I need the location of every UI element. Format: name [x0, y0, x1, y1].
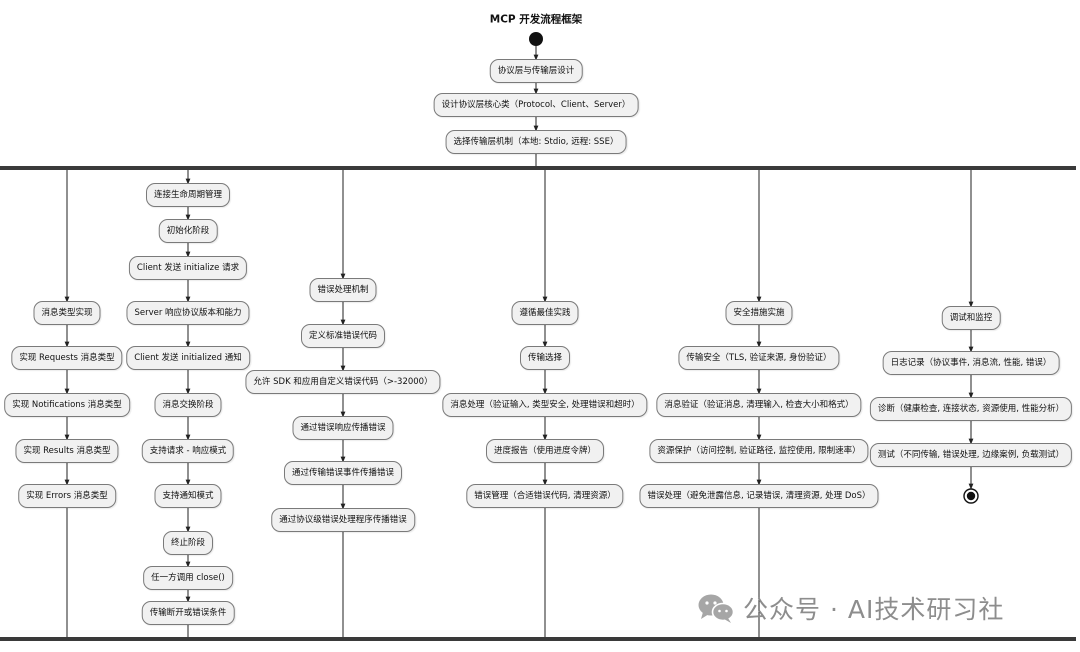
step-request-response: 支持请求 - 响应模式: [141, 439, 235, 463]
step-best-practices: 遵循最佳实践: [511, 301, 579, 325]
step-results: 实现 Results 消息类型: [15, 439, 119, 463]
step-notifications: 实现 Notifications 消息类型: [4, 393, 130, 417]
step-security: 安全措施实施: [725, 301, 793, 325]
step-debug-monitor: 调试和监控: [941, 306, 1001, 330]
step-logging: 日志记录（协议事件, 消息流, 性能, 错误）: [882, 351, 1060, 375]
step-resource-protection: 资源保护（访问控制, 验证路径, 监控使用, 限制速率）: [649, 439, 869, 463]
step-progress-report: 进度报告（使用进度令牌）: [485, 439, 605, 463]
step-init-phase: 初始化阶段: [158, 219, 218, 243]
diagram-title: MCP 开发流程框架: [489, 13, 583, 26]
step-client-initialize: Client 发送 initialize 请求: [128, 256, 248, 280]
wechat-icon: [698, 594, 735, 623]
step-lifecycle: 连接生命周期管理: [145, 183, 231, 207]
step-errors: 实现 Errors 消息类型: [18, 484, 116, 508]
step-message-handling: 消息处理（验证输入, 类型安全, 处理错误和超时）: [442, 393, 648, 417]
watermark-text: 公众号 · AI技术研习社: [743, 595, 1005, 624]
step-security-error-handling: 错误处理（避免泄露信息, 记录错误, 清理资源, 处理 DoS）: [639, 484, 879, 508]
step-testing: 测试（不同传输, 错误处理, 边缘案例, 负载测试）: [869, 443, 1073, 467]
start-node: [529, 32, 543, 46]
step-standard-codes: 定义标准错误代码: [300, 324, 386, 348]
step-protocol-error: 通过协议级错误处理程序传播错误: [271, 508, 415, 532]
step-choose-transport: 选择传输层机制（本地: Stdio, 远程: SSE）: [445, 130, 627, 154]
step-termination: 终止阶段: [162, 531, 214, 555]
step-close: 任一方调用 close(): [143, 566, 233, 590]
step-transport-choice: 传输选择: [519, 346, 571, 370]
end-node: [963, 488, 979, 504]
step-transport-security: 传输安全（TLS, 验证来源, 身份验证）: [678, 346, 840, 370]
step-disconnect: 传输断开或错误条件: [141, 601, 235, 625]
step-requests: 实现 Requests 消息类型: [11, 346, 123, 370]
step-error-management: 错误管理（合适错误代码, 清理资源）: [466, 484, 624, 508]
join-bar: [0, 637, 1076, 641]
step-custom-codes: 允许 SDK 和应用自定义错误代码（>-32000）: [245, 370, 441, 394]
step-error-mechanism: 错误处理机制: [309, 278, 377, 302]
step-design-core-classes: 设计协议层核心类（Protocol、Client、Server）: [433, 93, 639, 117]
step-error-response: 通过错误响应传播错误: [292, 416, 394, 440]
watermark: 公众号 · AI技术研习社: [697, 590, 1004, 626]
step-transport-error: 通过传输错误事件传播错误: [283, 461, 403, 485]
step-client-initialized: Client 发送 initialized 通知: [126, 346, 250, 370]
step-server-respond: Server 响应协议版本和能力: [126, 301, 250, 325]
step-diagnostics: 诊断（健康检查, 连接状态, 资源使用, 性能分析）: [869, 397, 1073, 421]
step-message-validation: 消息验证（验证消息, 清理输入, 检查大小和格式）: [656, 393, 862, 417]
step-message-exchange: 消息交换阶段: [154, 393, 222, 417]
step-protocol-transport-design: 协议层与传输层设计: [489, 59, 583, 83]
step-notification-mode: 支持通知模式: [154, 484, 222, 508]
step-message-types: 消息类型实现: [33, 301, 101, 325]
fork-bar: [0, 166, 1076, 170]
